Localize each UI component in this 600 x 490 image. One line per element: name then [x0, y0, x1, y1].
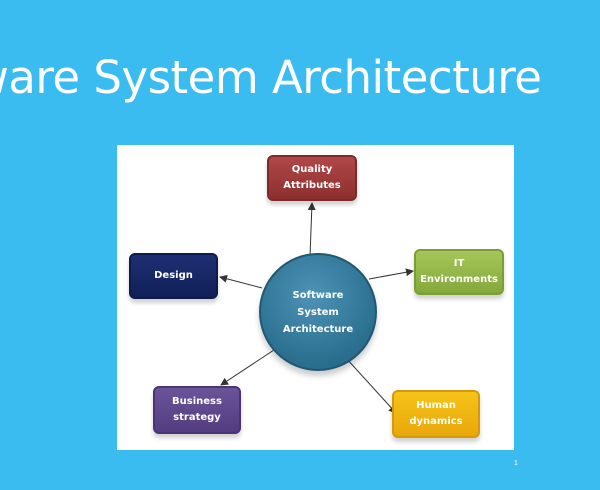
arrow-to-design [219, 274, 263, 289]
arrow-to-business [220, 347, 278, 386]
slide-number: 1 [514, 460, 518, 467]
node-it-environments: IT Environments [414, 249, 504, 295]
arrow-to-it [368, 268, 414, 280]
node-business-strategy: Business strategy [153, 386, 241, 434]
diagram-connectors [219, 202, 414, 414]
node-quality-attributes: Quality Attributes [267, 155, 357, 201]
architecture-diagram: Quality Attributes Design IT Environment… [117, 145, 514, 450]
node-human-dynamics: Human dynamics [392, 390, 480, 438]
arrow-to-human [345, 357, 397, 414]
node-design: Design [129, 253, 218, 299]
slide-title: ware System Architecture [0, 51, 542, 104]
arrow-to-quality [307, 202, 316, 258]
node-software-system-architecture: Software System Architecture [259, 253, 377, 371]
